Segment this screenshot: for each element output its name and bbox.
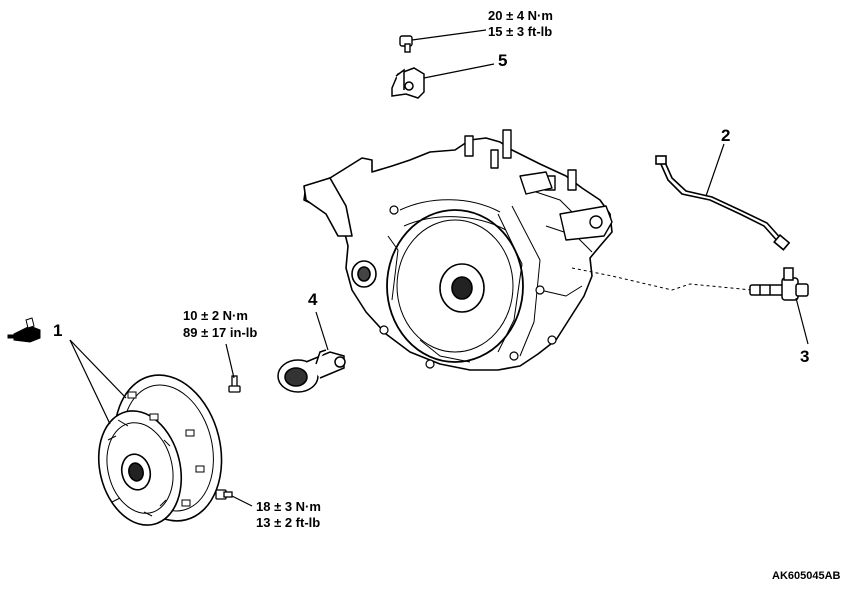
callout-4: 4 (308, 290, 318, 309)
leader-lines (69, 29, 809, 507)
clutch-cover-bolt (215, 489, 233, 500)
clutch-tube (655, 155, 791, 251)
torque-spec-clutch-cover-bolt-metric: 18 ± 3 N·m (256, 499, 321, 514)
release-cylinder-bolt (228, 375, 241, 393)
callout-3: 3 (800, 347, 810, 366)
torque-spec-slave-cylinder-bolt-metric: 10 ± 2 N·m (183, 308, 248, 323)
bracket-bolt (399, 35, 413, 53)
callout-2: 2 (721, 126, 731, 145)
tube-fitting (749, 267, 809, 301)
grease-gun-icon (7, 317, 41, 343)
torque-spec-bracket-bolt-metric: 20 ± 4 N·m (488, 8, 553, 23)
release-cylinder (277, 349, 346, 393)
document-id: AK605045AB (772, 570, 841, 582)
clutch-assembly (97, 374, 223, 526)
callout-5: 5 (498, 51, 508, 70)
callout-1: 1 (53, 321, 63, 340)
bracket (391, 67, 425, 99)
transaxle-assembly (303, 129, 613, 371)
torque-spec-clutch-cover-bolt-imperial: 13 ± 2 ft-lb (256, 515, 321, 530)
speed-sensor-leader (571, 267, 753, 291)
torque-spec-slave-cylinder-bolt-imperial: 89 ± 17 in-lb (183, 325, 258, 340)
torque-spec-bracket-bolt-imperial: 15 ± 3 ft-lb (488, 24, 553, 39)
